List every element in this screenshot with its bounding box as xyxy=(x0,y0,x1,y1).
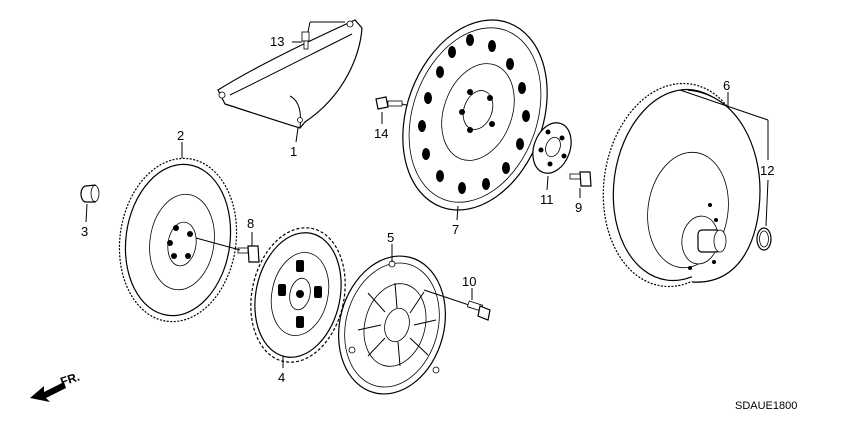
diagram-code: SDAUE1800 xyxy=(735,400,797,412)
callout-3: 3 xyxy=(81,224,88,239)
callout-2: 2 xyxy=(177,128,184,143)
front-direction-arrow: FR. xyxy=(30,370,81,402)
flywheel-2 xyxy=(118,157,238,323)
torque-converter-6 xyxy=(602,82,761,288)
o-ring-12 xyxy=(756,227,772,251)
pressure-plate-5 xyxy=(338,255,446,395)
callout-5: 5 xyxy=(387,230,394,245)
clutch-disc-4 xyxy=(250,227,346,363)
bolt-13 xyxy=(301,31,310,50)
callout-14: 14 xyxy=(374,126,388,141)
callout-7: 7 xyxy=(452,222,459,237)
bolt-9 xyxy=(569,171,592,187)
callout-4: 4 xyxy=(278,370,285,385)
bolt-14 xyxy=(375,96,403,110)
callout-6: 6 xyxy=(723,78,730,93)
front-direction-label: FR. xyxy=(59,370,82,389)
bushing-3 xyxy=(80,184,100,203)
callout-1: 1 xyxy=(290,144,297,159)
clutch-cover-shield xyxy=(217,19,363,129)
callout-8: 8 xyxy=(247,216,254,231)
drive-plate-holes xyxy=(418,34,530,194)
callout-13: 13 xyxy=(270,34,284,49)
callout-10: 10 xyxy=(462,274,476,289)
callout-9: 9 xyxy=(575,200,582,215)
callout-11: 11 xyxy=(540,192,554,207)
callout-12: 12 xyxy=(760,163,774,178)
washer-plate-11 xyxy=(532,122,572,174)
bolt-10 xyxy=(423,289,491,321)
drive-plate-7 xyxy=(402,19,548,211)
bolt-8 xyxy=(237,245,260,263)
